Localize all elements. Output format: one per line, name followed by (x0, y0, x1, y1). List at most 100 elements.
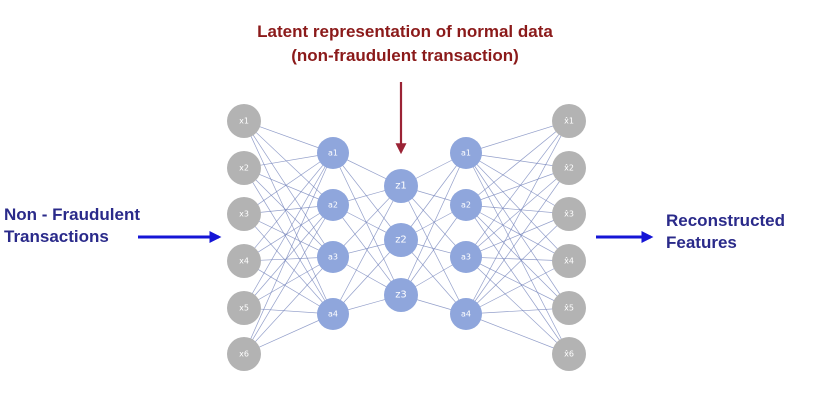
connection-line (400, 152, 467, 296)
connection-line (465, 204, 570, 309)
input-label-line1: Non - Fraudulent (4, 205, 140, 224)
connection-line (465, 213, 570, 315)
input-label: Non - Fraudulent Transactions (4, 204, 204, 248)
node-label: a1 (461, 149, 471, 158)
hidden-node: a4 (317, 298, 349, 330)
connection-line (465, 307, 570, 315)
node-circle (227, 291, 261, 325)
node-circle (227, 197, 261, 231)
node-label: z1 (395, 181, 407, 192)
node-circle (450, 137, 482, 169)
connection-line (243, 204, 334, 262)
connection-line (465, 167, 570, 206)
node-circle (552, 244, 586, 278)
node-circle (384, 223, 418, 257)
node-circle (317, 241, 349, 273)
hidden-node: a4 (450, 298, 482, 330)
connection-line (465, 152, 570, 169)
node-circle (317, 137, 349, 169)
hidden-node: a3 (450, 241, 482, 273)
node-label: x̂4 (564, 256, 574, 266)
node-label: a2 (328, 201, 338, 210)
node-label: a4 (328, 310, 338, 319)
input-node: x2 (227, 151, 261, 185)
connection-line (243, 152, 334, 309)
connection-line (465, 167, 570, 315)
connection-line (465, 152, 570, 215)
connection-line (332, 185, 402, 315)
connection-line (243, 152, 334, 355)
output-node: x̂1 (552, 104, 586, 138)
connection-line (465, 204, 570, 262)
connection-line (243, 256, 334, 355)
input-label-line2: Transactions (4, 227, 109, 246)
connection-line (465, 313, 570, 355)
node-circle (317, 189, 349, 221)
output-node: x̂4 (552, 244, 586, 278)
node-label: x̂1 (564, 116, 574, 126)
neuron-nodes: x1x2x3x4x5x6a1a2a3a4z1z2z3a1a2a3a4x̂1x̂2… (227, 104, 586, 371)
node-label: x6 (239, 350, 249, 359)
node-circle (227, 151, 261, 185)
node-circle (552, 104, 586, 138)
connection-line (332, 152, 402, 241)
connection-line (243, 120, 334, 258)
node-label: z2 (395, 235, 407, 246)
connection-line (465, 120, 570, 206)
node-label: x4 (239, 257, 249, 266)
connection-line (465, 256, 570, 262)
connection-line (243, 152, 334, 215)
node-circle (552, 337, 586, 371)
node-circle (450, 241, 482, 273)
input-node: x6 (227, 337, 261, 371)
latent-node: z1 (384, 169, 418, 203)
output-node: x̂6 (552, 337, 586, 371)
connection-line (243, 167, 334, 315)
connection-line (465, 152, 570, 355)
node-label: a2 (461, 201, 471, 210)
node-circle (317, 298, 349, 330)
node-circle (227, 104, 261, 138)
hidden-node: a2 (317, 189, 349, 221)
connection-line (243, 167, 334, 258)
node-label: x̂2 (564, 163, 574, 173)
input-node: x4 (227, 244, 261, 278)
node-label: x1 (239, 117, 249, 126)
node-circle (227, 337, 261, 371)
connection-line (400, 152, 467, 241)
connection-line (243, 213, 334, 315)
connection-line (465, 120, 570, 315)
latent-node: z3 (384, 278, 418, 312)
diagram-title: Latent representation of normal data (257, 22, 553, 41)
node-label: x̂6 (564, 349, 574, 359)
connection-line (243, 120, 334, 315)
node-circle (384, 278, 418, 312)
connection-line (332, 152, 402, 296)
node-circle (552, 197, 586, 231)
connection-line (465, 213, 570, 258)
input-node: x1 (227, 104, 261, 138)
connection-line (465, 204, 570, 355)
node-circle (450, 189, 482, 221)
node-circle (227, 244, 261, 278)
node-circle (384, 169, 418, 203)
connection-line (243, 204, 334, 309)
node-label: x̂3 (564, 209, 574, 219)
connection-line (465, 120, 570, 154)
connection-line (243, 204, 334, 355)
connection-line (465, 260, 570, 315)
node-circle (552, 291, 586, 325)
output-label-line1: Reconstructed (666, 211, 786, 230)
latent-node: z2 (384, 223, 418, 257)
connection-line (465, 120, 570, 258)
hidden-node: a1 (450, 137, 482, 169)
node-label: x3 (239, 210, 249, 219)
node-label: x5 (239, 304, 249, 313)
node-label: z3 (395, 290, 407, 301)
hidden-node: a2 (450, 189, 482, 221)
input-node: x3 (227, 197, 261, 231)
connection-line (243, 120, 334, 206)
output-label-line2: Features (666, 233, 737, 252)
node-label: x2 (239, 164, 249, 173)
